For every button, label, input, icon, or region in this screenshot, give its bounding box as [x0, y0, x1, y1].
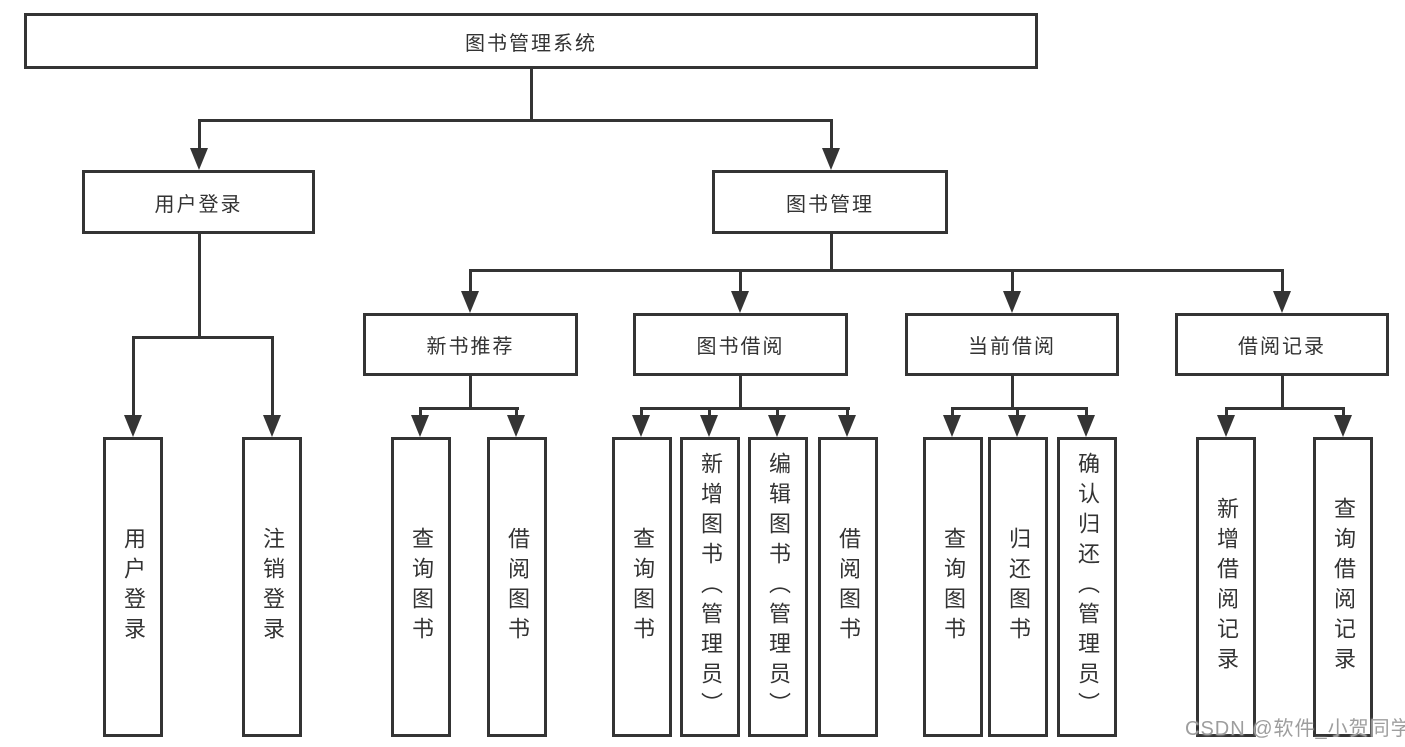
connector-book-borrow-shaft [739, 269, 742, 294]
connector-bb-borrow-shaft [846, 407, 849, 417]
leaf-br-add-record: 新增借阅记录 [1196, 437, 1256, 737]
arrowhead-logout-leaf [263, 415, 281, 437]
leaf-label: 注销登录 [260, 527, 285, 647]
leaf-nb-query-books: 查询图书 [391, 437, 451, 737]
connector-bb-query-shaft [640, 407, 643, 417]
node-label: 当前借阅 [968, 336, 1056, 358]
leaf-bb-query-books: 查询图书 [612, 437, 672, 737]
connector-new-books-shaft [469, 269, 472, 294]
arrowhead-bb-add [700, 415, 718, 437]
connector-new-books-bar [419, 407, 519, 410]
arrowhead-cb-query [943, 415, 961, 437]
connector-root-stem [530, 69, 533, 122]
arrowhead-br-add [1217, 415, 1235, 437]
node-library-management-system: 图书管理系统 [24, 13, 1038, 69]
arrowhead-bb-borrow [838, 415, 856, 437]
node-label: 图书管理 [786, 193, 874, 216]
connector-current-borrow-bar [951, 407, 1088, 410]
connector-cb-query-shaft [951, 407, 954, 417]
connector-current-borrow-stem [1011, 376, 1014, 409]
connector-book-borrow-bar [640, 407, 850, 410]
connector-book-borrow-stem [739, 376, 742, 409]
connector-cb-return-shaft [1016, 407, 1019, 417]
arrowhead-bb-query [632, 415, 650, 437]
leaf-label: 借阅图书 [505, 527, 530, 647]
leaf-label: 编辑图书（管理员） [766, 452, 791, 722]
leaf-label: 查询图书 [630, 527, 655, 647]
leaf-label: 查询图书 [409, 527, 434, 647]
node-label: 新书推荐 [426, 336, 515, 358]
leaf-bb-add-books-admin: 新增图书（管理员） [680, 437, 740, 737]
arrowhead-bb-edit [768, 415, 786, 437]
arrowhead-cb-return [1008, 415, 1026, 437]
connector-nb-query-shaft [419, 407, 422, 417]
leaf-logout: 注销登录 [242, 437, 302, 737]
arrowhead-book-borrow [731, 291, 749, 313]
connector-br-add-shaft [1225, 407, 1228, 417]
connector-borrow-records-bar [1225, 407, 1345, 410]
arrowhead-borrow-records [1273, 291, 1291, 313]
connector-br-query-shaft [1342, 407, 1345, 417]
connector-bb-add-shaft [708, 407, 711, 417]
node-current-borrowing: 当前借阅 [905, 313, 1119, 376]
csdn-watermark: CSDN @软件_小贺同学 [1185, 718, 1405, 740]
arrowhead-nb-query [411, 415, 429, 437]
connector-logout-leaf-shaft [271, 336, 274, 417]
arrowhead-user-login [190, 148, 208, 170]
leaf-bb-borrow-books: 借阅图书 [818, 437, 878, 737]
connector-current-borrow-shaft [1011, 269, 1014, 294]
connector-borrow-records-stem [1281, 376, 1284, 409]
node-borrowing-records: 借阅记录 [1175, 313, 1389, 376]
connector-book-mgmt-stem [830, 234, 833, 272]
leaf-user-login: 用户登录 [103, 437, 163, 737]
arrowhead-current-borrow [1003, 291, 1021, 313]
leaf-label: 借阅图书 [836, 527, 861, 647]
connector-level3-bar [469, 269, 1283, 272]
node-label: 图书借阅 [696, 336, 785, 358]
node-label: 用户登录 [154, 193, 243, 216]
arrowhead-login-leaf [124, 415, 142, 437]
node-book-borrowing: 图书借阅 [633, 313, 848, 376]
node-label: 图书管理系统 [465, 32, 597, 55]
leaf-label: 新增借阅记录 [1214, 497, 1239, 677]
connector-user-login-stem [198, 234, 201, 338]
leaf-cb-query-books: 查询图书 [923, 437, 983, 737]
arrowhead-book-mgmt [822, 148, 840, 170]
leaf-cb-return-books: 归还图书 [988, 437, 1048, 737]
leaf-label: 归还图书 [1006, 527, 1031, 647]
connector-book-mgmt-shaft [830, 119, 833, 151]
node-book-management: 图书管理 [712, 170, 948, 234]
node-new-book-recommend: 新书推荐 [363, 313, 578, 376]
leaf-br-query-record: 查询借阅记录 [1313, 437, 1373, 737]
connector-nb-borrow-shaft [515, 407, 518, 417]
leaf-label: 用户登录 [121, 527, 146, 647]
leaf-label: 查询借阅记录 [1331, 497, 1356, 677]
leaf-label: 新增图书（管理员） [698, 452, 723, 722]
leaf-label: 查询图书 [941, 527, 966, 647]
connector-bb-edit-shaft [776, 407, 779, 417]
connector-user-login-bar [132, 336, 273, 339]
connector-cb-confirm-shaft [1085, 407, 1088, 417]
connector-level2-bar [198, 119, 833, 122]
leaf-bb-edit-books-admin: 编辑图书（管理员） [748, 437, 808, 737]
arrowhead-nb-borrow [507, 415, 525, 437]
connector-login-leaf-shaft [132, 336, 135, 417]
connector-new-books-stem [469, 376, 472, 409]
arrowhead-new-books [461, 291, 479, 313]
node-label: 借阅记录 [1238, 336, 1326, 358]
leaf-cb-confirm-return-admin: 确认归还（管理员） [1057, 437, 1117, 737]
arrowhead-br-query [1334, 415, 1352, 437]
arrowhead-cb-confirm [1077, 415, 1095, 437]
connector-borrow-records-shaft [1281, 269, 1284, 294]
node-user-login: 用户登录 [82, 170, 315, 234]
leaf-label: 确认归还（管理员） [1075, 452, 1100, 722]
leaf-nb-borrow-books: 借阅图书 [487, 437, 547, 737]
connector-user-login-shaft [198, 119, 201, 151]
